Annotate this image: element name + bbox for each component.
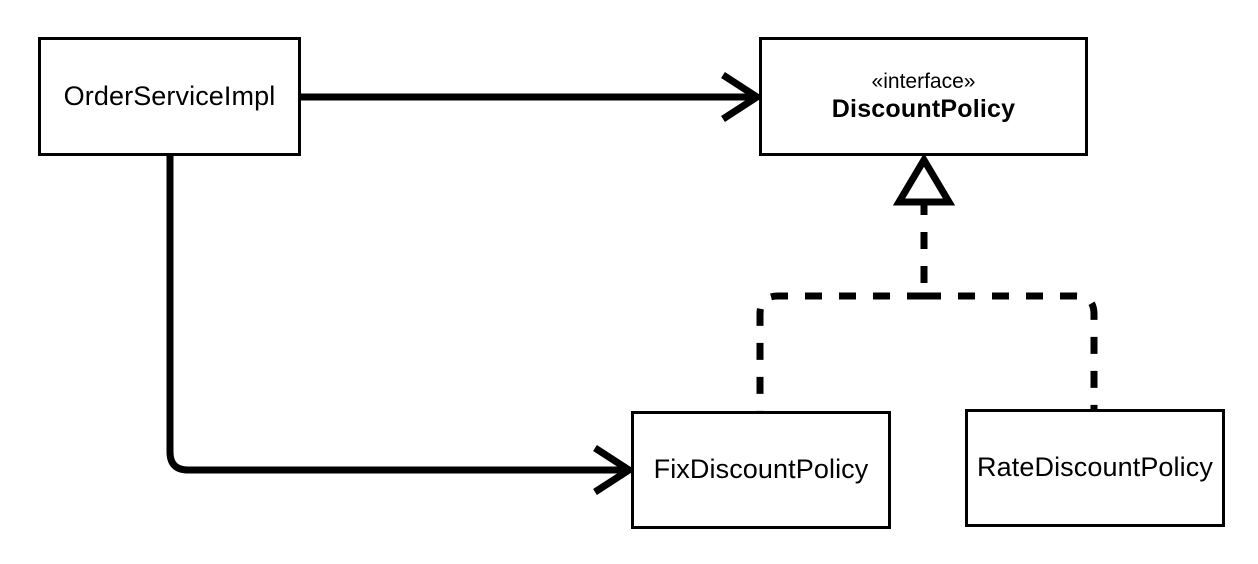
- connector-realization-tree[interactable]: [756, 153, 1098, 411]
- class-stereotype-label: «interface»: [871, 69, 976, 93]
- open-arrow-icon: [721, 72, 764, 122]
- class-name-label: DiscountPolicy: [831, 95, 1016, 124]
- connector-order-to-discountpolicy[interactable]: [301, 72, 764, 122]
- class-box-fixdiscountpolicy[interactable]: FixDiscountPolicy: [631, 411, 891, 529]
- realization-branch-fix: [756, 292, 924, 411]
- hollow-triangle-icon: [892, 153, 956, 206]
- open-arrow-icon: [593, 445, 636, 495]
- class-name-label: OrderServiceImpl: [63, 80, 276, 111]
- class-box-ratediscountpolicy[interactable]: RateDiscountPolicy: [965, 409, 1225, 527]
- realization-branch-rate: [924, 292, 1098, 409]
- class-name-label: RateDiscountPolicy: [977, 452, 1213, 483]
- connector-order-to-fixdiscountpolicy[interactable]: [166, 156, 636, 495]
- connector-line: [166, 156, 627, 474]
- class-box-discountpolicy[interactable]: «interface» DiscountPolicy: [759, 37, 1088, 156]
- class-box-orderserviceimpl[interactable]: OrderServiceImpl: [38, 37, 301, 156]
- class-name-label: FixDiscountPolicy: [653, 454, 869, 485]
